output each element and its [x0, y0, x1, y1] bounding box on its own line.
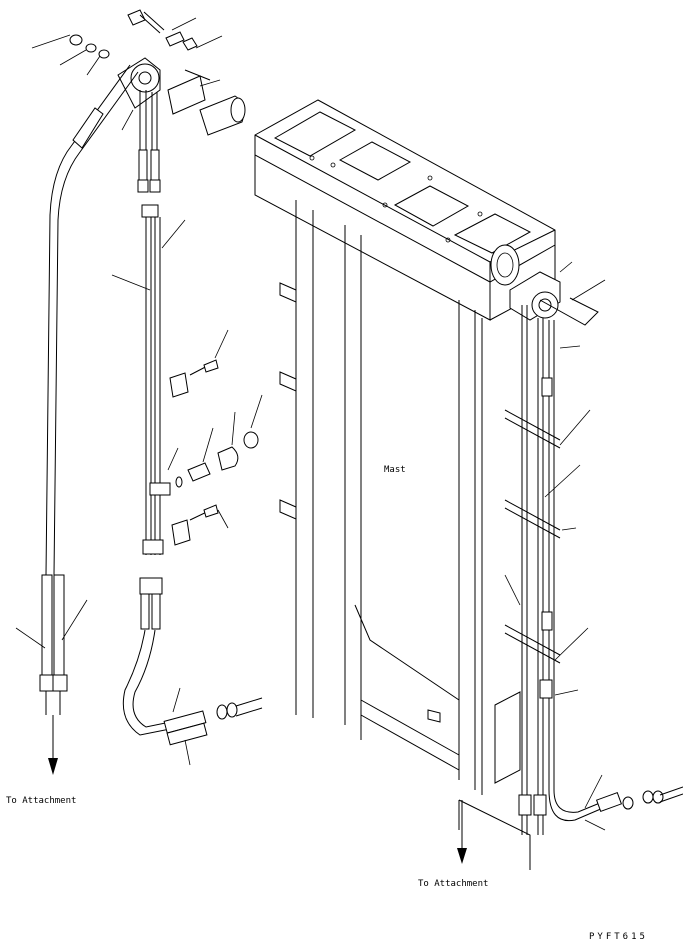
left-hose-assembly — [39, 57, 263, 775]
to-attachment-label-right: To Attachment — [418, 879, 489, 889]
exploded-small-parts — [69, 9, 246, 136]
callout-leader-lines — [15, 17, 606, 831]
mast-crossbeam — [254, 99, 556, 321]
to-attachment-label-left: To Attachment — [6, 796, 77, 806]
drawing-code: PYFT615 — [589, 932, 648, 942]
mast-frame — [295, 200, 531, 870]
mast-brackets-left — [279, 282, 460, 723]
mast-label: Mast — [384, 465, 406, 475]
right-hose-assembly — [457, 271, 683, 864]
left-clamps-fittings — [169, 359, 259, 546]
